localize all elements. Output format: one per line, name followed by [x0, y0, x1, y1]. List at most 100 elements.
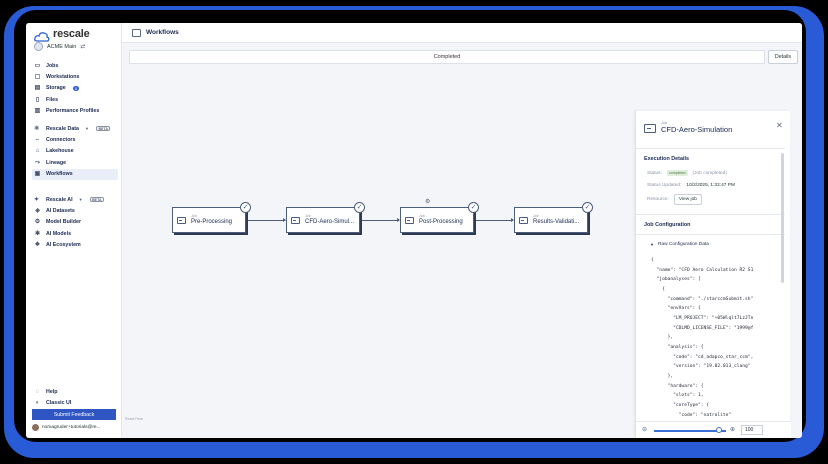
updated-row: Status Updated: 10/2/2025, 1:32:47 PM [647, 183, 735, 188]
updated-label: Status Updated: [647, 183, 682, 188]
sidebar-item-performance-profiles[interactable]: ▥ Performance Profiles [32, 106, 118, 117]
zoom-slider-thumb[interactable] [715, 427, 722, 433]
connector-icon: ⇔ [34, 137, 41, 144]
sidebar-item-storage[interactable]: ▤ Storage 1 [32, 83, 118, 94]
nav-ai: ✦ Rescale AI ▼ BETA ◈ AI Datasets ⚙ Mode… [32, 194, 118, 251]
react-flow-attribution[interactable]: React Flow [125, 417, 143, 421]
sidebar-item-label: AI Datasets [46, 208, 75, 215]
check-icon: ✓ [468, 202, 479, 213]
sidebar-item-ai-datasets[interactable]: ◈ AI Datasets [32, 205, 118, 216]
panel-title: CFD-Aero-Simulation [661, 125, 733, 134]
beta-tag: BETA [89, 197, 105, 203]
org-avatar [34, 42, 43, 51]
sidebar-item-label: AI Models [46, 230, 72, 237]
ai-models-icon: ✱ [34, 230, 41, 237]
storage-icon: ▤ [34, 85, 41, 92]
raw-config-label: Raw Configuration Data [657, 242, 709, 247]
lineage-icon: ⤳ [35, 159, 40, 166]
rescale-ai-section[interactable]: ✦ Rescale AI ▼ BETA [32, 194, 118, 205]
jobs-icon: ▭ [34, 62, 41, 69]
sidebar-item-workflows[interactable]: ▣ Workflows [32, 168, 118, 180]
updated-value: 10/2/2025, 1:32:47 PM [686, 183, 735, 188]
sidebar-item-model-builder[interactable]: ⚙ Model Builder [32, 217, 118, 228]
sidebar-item-label: Model Builder [46, 219, 82, 226]
sidebar-item-files[interactable]: ▯ Files [32, 94, 118, 105]
divider [636, 214, 785, 215]
user-email: nomagruder+tutorials@re... [42, 425, 101, 430]
help-icon: ◌ [35, 388, 40, 395]
gear-icon[interactable]: ⚙ [425, 199, 431, 205]
sidebar-item-label: Workstations [46, 74, 80, 81]
org-switcher[interactable]: ACME Main ⇄ [34, 42, 85, 51]
workstation-icon: ▢ [34, 74, 41, 81]
rescale-data-section[interactable]: ⚛ Rescale Data ▼ BETA [32, 123, 118, 134]
node-kind: Job [419, 214, 425, 218]
details-button[interactable]: Details [768, 50, 798, 64]
scrollbar[interactable] [781, 153, 784, 283]
node-name: CFD-Aero-Simul... [305, 219, 355, 225]
zoom-in-icon[interactable]: ⊕ [730, 427, 736, 433]
sidebar-item-label: Jobs [46, 62, 59, 69]
logo-text: rescale [53, 28, 90, 40]
zoom-slider[interactable] [654, 430, 726, 432]
sidebar-item-label: Files [46, 96, 59, 103]
resource-label: Resource: [647, 197, 669, 202]
check-icon: ✓ [354, 202, 365, 213]
rescale-logo[interactable]: rescale [34, 27, 90, 42]
sidebar-item-ai-ecosystem[interactable]: ❖ AI Ecosystem [32, 240, 118, 251]
status-row: Status: completed (Job completed) [647, 170, 727, 176]
sidebar-item-ai-models[interactable]: ✱ AI Models [32, 228, 118, 239]
sidebar-item-label: Classic UI [46, 400, 72, 407]
sidebar-item-connectors[interactable]: ⇔ Connectors [32, 134, 118, 145]
sidebar-item-help[interactable]: ◌ Help [32, 386, 118, 397]
section-label: Rescale Data [46, 125, 79, 132]
node-name: Results-Validati... [533, 219, 580, 225]
swap-icon[interactable]: ⇄ [80, 44, 86, 50]
config-json-viewer[interactable]: { "name": "CFD Aero Calculation R2 S1 "j… [651, 258, 754, 416]
job-details-panel: Job CFD-Aero-Simulation ✕ Execution Deta… [635, 111, 791, 438]
user-menu[interactable]: nomagruder+tutorials@re... [32, 424, 120, 431]
nav-main: ▭ Jobs ▢ Workstations ▤ Storage 1 ▯ File… [32, 60, 118, 117]
sidebar-item-label: Performance Profiles [46, 108, 100, 115]
chart-icon: ▥ [34, 108, 41, 115]
sidebar-item-workstations[interactable]: ▢ Workstations [32, 71, 118, 82]
divider [636, 234, 785, 235]
sidebar-item-classic-ui[interactable]: ◐ Classic UI [32, 397, 118, 408]
sidebar-item-label: Storage [46, 85, 66, 92]
workflow-icon [132, 28, 141, 37]
nav-data: ⚛ Rescale Data ▼ BETA ⇔ Connectors ⌂ Lak… [32, 123, 118, 180]
job-icon [519, 216, 528, 224]
sidebar-item-label: Workflows [46, 171, 73, 178]
sidebar-item-lakehouse[interactable]: ⌂ Lakehouse [32, 146, 118, 157]
edge-connector [362, 218, 400, 222]
app-window: rescale ACME Main ⇄ ▭ Jobs ▢ Workstation… [26, 23, 802, 438]
org-name: ACME Main [47, 43, 77, 50]
edge-connector [476, 218, 514, 222]
close-icon[interactable]: ✕ [776, 121, 783, 130]
zoom-out-icon[interactable]: ⊖ [642, 427, 648, 433]
raw-config-toggle[interactable]: ▼ Raw Configuration Data [650, 242, 709, 247]
workflow-icon: ▣ [34, 171, 41, 178]
lakehouse-icon: ⌂ [35, 148, 40, 155]
node-kind: Job [191, 214, 197, 218]
sidebar-item-jobs[interactable]: ▭ Jobs [32, 60, 118, 71]
nav-bottom: ◌ Help ◐ Classic UI [32, 386, 118, 409]
view-job-button[interactable]: View job [673, 194, 702, 205]
node-name: Post-Processing [419, 219, 463, 225]
zoom-value-input[interactable]: 100 [741, 425, 763, 435]
sidebar-item-label: Connectors [46, 137, 76, 144]
files-icon: ▯ [35, 96, 40, 103]
page-header: Workflows [122, 23, 802, 43]
node-kind: Job [533, 214, 539, 218]
sidebar-item-lineage[interactable]: ⤳ Lineage [32, 157, 118, 168]
resource-row: Resource: View job [647, 194, 702, 205]
workflow-status-bar: Completed [129, 50, 765, 64]
submit-feedback-button[interactable]: Submit Feedback [32, 409, 116, 420]
ai-icon: ✦ [34, 197, 40, 204]
dataset-icon: ◈ [35, 208, 40, 215]
job-icon [177, 216, 186, 224]
